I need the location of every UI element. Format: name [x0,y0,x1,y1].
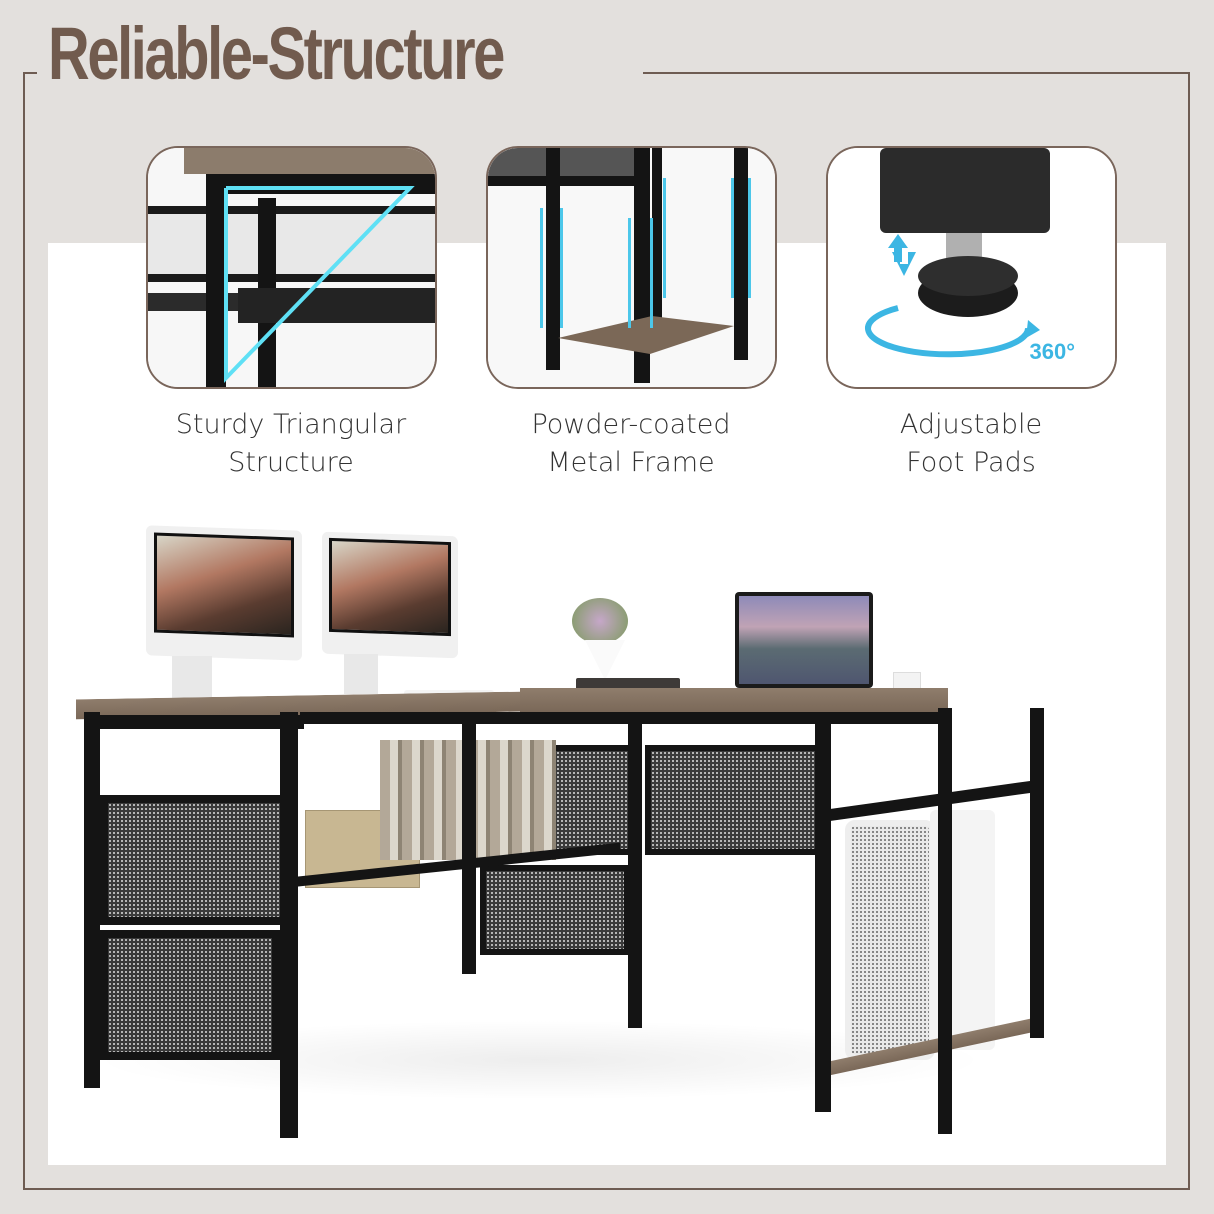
page-title: Reliable-Structure [48,12,505,95]
caption-line-1: Adjustable [899,409,1043,440]
frame-left-stub [23,72,37,74]
caption-line-2: Structure [228,447,354,478]
foot-pad-icon [828,148,1115,387]
triangle-bracket-icon [148,148,435,387]
feature-card-foot-pads: 360° [826,146,1117,389]
caption-line-2: Metal Frame [547,447,715,478]
feature-card-metal-frame [486,146,777,389]
caption-line-1: Sturdy Triangular [175,409,407,440]
frame-top-line [643,72,1190,74]
feature-caption-triangular: Sturdy Triangular Structure [126,406,456,482]
caption-line-1: Powder-coated [531,409,731,440]
caption-line-2: Foot Pads [906,447,1036,478]
feature-caption-metal-frame: Powder-coated Metal Frame [466,406,796,482]
frame-right-line [1188,72,1190,1190]
rotation-360-badge: 360° [1029,339,1075,364]
frame-left-line [23,72,25,1190]
frame-bottom-line [23,1188,1190,1190]
feature-caption-foot-pads: Adjustable Foot Pads [806,406,1136,482]
feature-card-triangular [146,146,437,389]
metal-legs-icon [488,148,775,387]
